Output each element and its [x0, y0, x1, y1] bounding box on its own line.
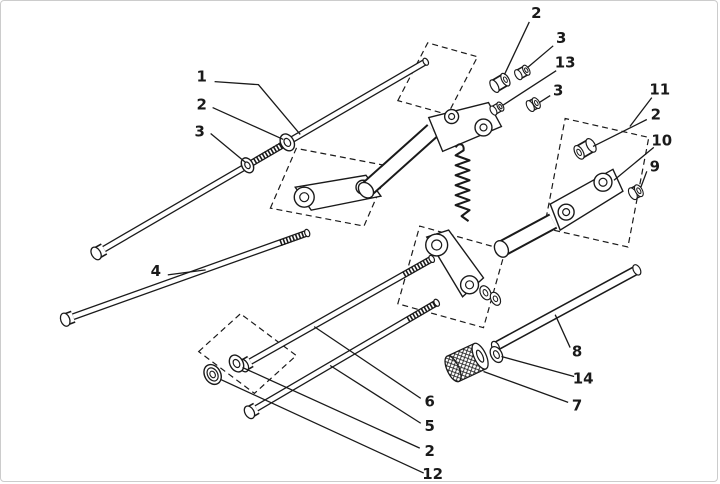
callout-14: 14 — [573, 369, 594, 387]
leader-3-upper — [210, 132, 246, 163]
callout-12: 12 — [422, 465, 443, 483]
callout-7: 7 — [572, 396, 582, 414]
callout-2-bottom: 2 — [425, 442, 435, 460]
rod-part-1 — [90, 57, 430, 261]
callout-3-top: 3 — [556, 29, 566, 47]
leader-3-top — [526, 45, 554, 69]
bushing-2-right — [573, 138, 597, 160]
leader-4 — [167, 269, 206, 276]
thread-section-4 — [279, 230, 309, 247]
callout-1: 1 — [196, 68, 206, 86]
callout-2-upper: 2 — [196, 96, 206, 114]
thread-section-6 — [402, 256, 434, 278]
dashed-group-boxes — [197, 42, 650, 395]
bushing-2-top — [489, 72, 511, 94]
leader-8 — [554, 314, 571, 348]
leader-9 — [640, 171, 648, 188]
callout-leaders — [167, 21, 655, 474]
nut-9 — [627, 184, 644, 201]
thread-section-5 — [406, 299, 439, 323]
bushing-13 — [489, 101, 505, 116]
leader-5 — [329, 364, 422, 424]
callout-11: 11 — [649, 81, 670, 99]
callout-8: 8 — [572, 343, 582, 361]
thread-section-1 — [252, 140, 286, 165]
bolt-head-5 — [243, 405, 256, 420]
leader-13 — [502, 70, 557, 107]
callout-9: 9 — [650, 157, 660, 175]
rod-part-6 — [237, 254, 436, 373]
callout-3-upper: 3 — [194, 122, 204, 140]
callout-13: 13 — [555, 54, 576, 72]
callout-4: 4 — [151, 262, 161, 280]
dashed-box-right-bracket — [543, 117, 650, 248]
leader-2-upper — [212, 106, 284, 141]
leader-3-mid — [538, 95, 551, 104]
leader-12 — [220, 378, 425, 474]
bolt-head-1 — [90, 246, 102, 261]
callout-10: 10 — [651, 131, 672, 149]
washer-12 — [203, 363, 222, 386]
spring — [454, 143, 471, 222]
rod-part-4 — [59, 228, 311, 327]
bolt-head-4 — [59, 312, 71, 327]
washer-2-upper — [279, 133, 296, 152]
callout-5: 5 — [425, 417, 435, 435]
bracket-middle — [425, 229, 502, 306]
leader-11 — [629, 97, 653, 127]
leader-2-top — [503, 21, 530, 75]
bracket-upper — [427, 101, 503, 153]
callout-3-mid: 3 — [553, 82, 563, 100]
leader-1 — [214, 81, 301, 135]
bracket-right-10 — [549, 168, 624, 232]
leader-7 — [483, 370, 569, 403]
callout-2-right: 2 — [651, 106, 661, 124]
rod-part-5 — [243, 298, 441, 420]
leader-14 — [501, 355, 575, 378]
callout-6: 6 — [425, 392, 435, 410]
leader-2-right — [592, 118, 648, 147]
callout-2-top: 2 — [531, 4, 541, 22]
tube-upper — [357, 124, 439, 199]
tube-right — [493, 213, 558, 258]
washer-2-bottom — [228, 354, 245, 373]
dashed-box-top — [396, 42, 479, 116]
leader-6 — [313, 326, 422, 399]
washer-14 — [489, 345, 504, 364]
nut-3-lower — [525, 97, 541, 113]
callout-labels: 1 2 3 4 2 3 13 3 11 2 10 9 8 14 7 6 5 2 … — [151, 4, 672, 483]
bushing-7 — [444, 342, 489, 383]
leader-2-bottom — [242, 366, 421, 449]
leader-10 — [613, 146, 655, 181]
